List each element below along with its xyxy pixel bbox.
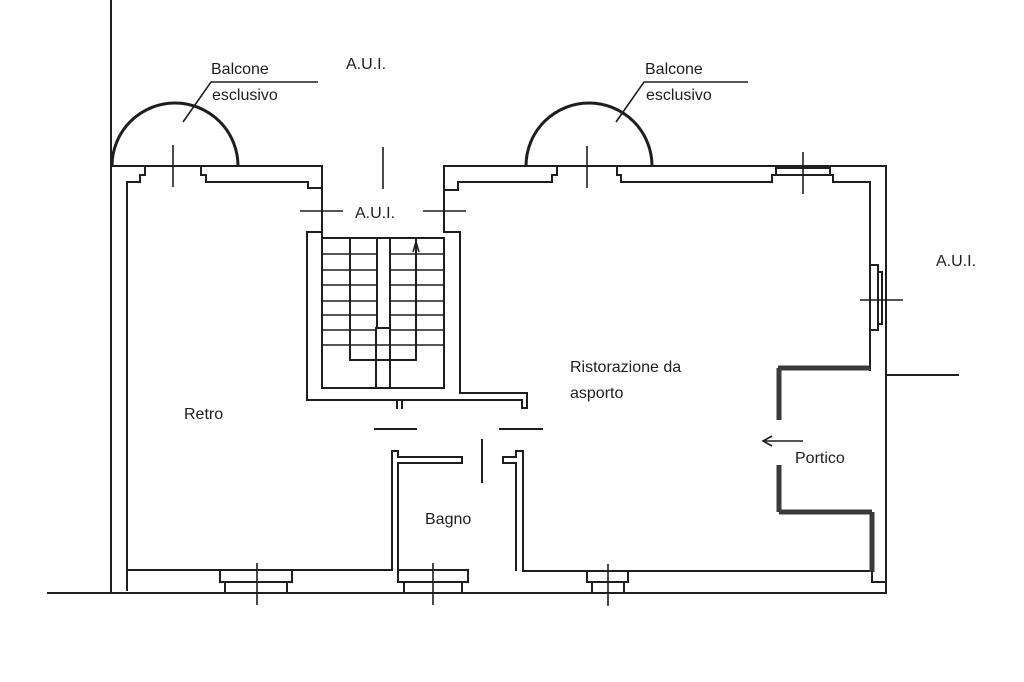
label-ristorazione: Ristorazione da: [570, 359, 681, 376]
portico-walls: [761, 365, 887, 594]
outer-wall-right: [869, 165, 959, 591]
label-retro: Retro: [184, 406, 223, 423]
leader-lines: [182, 81, 748, 123]
inner-wall-top-right: [443, 165, 871, 371]
label-aui-top: A.U.I.: [346, 56, 386, 73]
entrance-arrow-icon: [761, 435, 773, 447]
stair-core: [306, 165, 528, 409]
label-asporto: asporto: [570, 385, 623, 402]
label-bagno: Bagno: [425, 511, 471, 528]
inner-wall-top-left: [126, 165, 323, 591]
label-balcone-right: Balcone: [645, 61, 703, 78]
stair-direction-arrow-icon: [412, 239, 420, 253]
label-esclusivo-left: esclusivo: [212, 87, 278, 104]
label-aui-right: A.U.I.: [936, 253, 976, 270]
window-markers: [172, 145, 903, 606]
label-balcone-left: Balcone: [211, 61, 269, 78]
balcony-right: [524, 101, 654, 167]
balcony-left: [110, 101, 240, 167]
inner-wall-bottom: [126, 569, 873, 593]
label-portico: Portico: [795, 450, 845, 467]
label-esclusivo-right: esclusivo: [646, 87, 712, 104]
label-aui-stair: A.U.I.: [355, 205, 395, 222]
bathroom-walls: [374, 428, 543, 571]
